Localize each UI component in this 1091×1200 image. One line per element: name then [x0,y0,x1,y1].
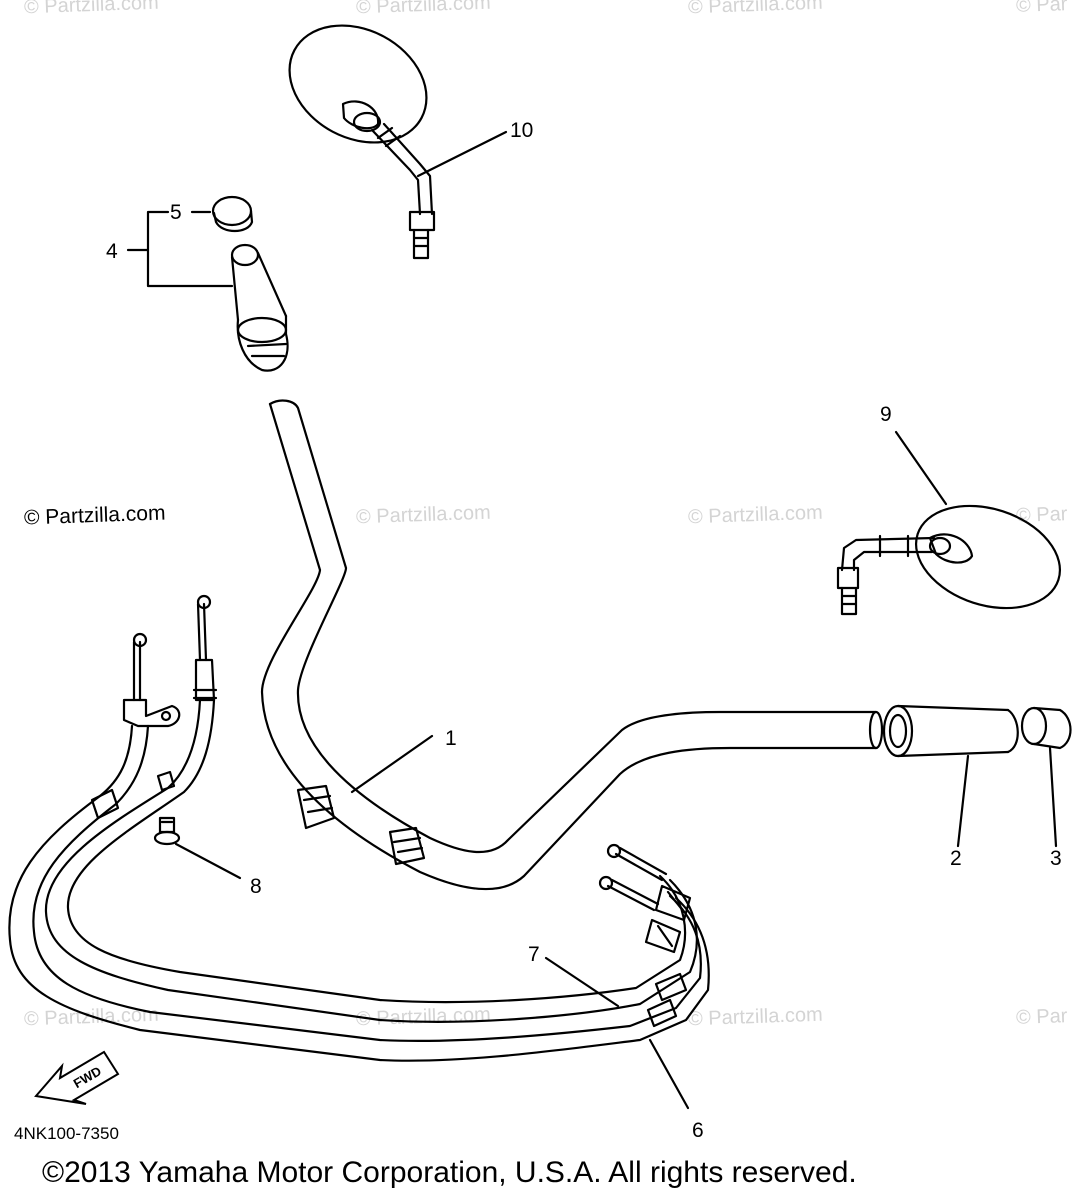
callout-5: 5 [170,201,182,224]
copyright-notice: ©2013 Yamaha Motor Corporation, U.S.A. A… [42,1156,857,1189]
cable-bracket [122,594,218,728]
handlebar [260,399,884,891]
callout-8: 8 [250,875,262,898]
left-mirror [288,24,436,260]
callout-3: 3 [1050,847,1062,870]
left-grip [230,243,289,372]
callout-10: 10 [510,119,534,142]
callout-4: 4 [106,240,118,263]
forward-arrow-icon: FWD [34,1050,120,1105]
callout-2: 2 [950,847,962,870]
right-mirror [836,504,1062,616]
callout-1: 1 [445,727,457,750]
grip-end-cap [211,195,254,233]
throttle-cables [8,698,710,1062]
drawing-code: 4NK100-7350 [14,1124,119,1143]
right-end-cap [1020,706,1072,750]
callout-7: 7 [528,943,540,966]
callout-6: 6 [692,1119,704,1142]
callout-9: 9 [880,403,892,426]
bolt [153,816,181,846]
right-grip [882,704,1019,758]
